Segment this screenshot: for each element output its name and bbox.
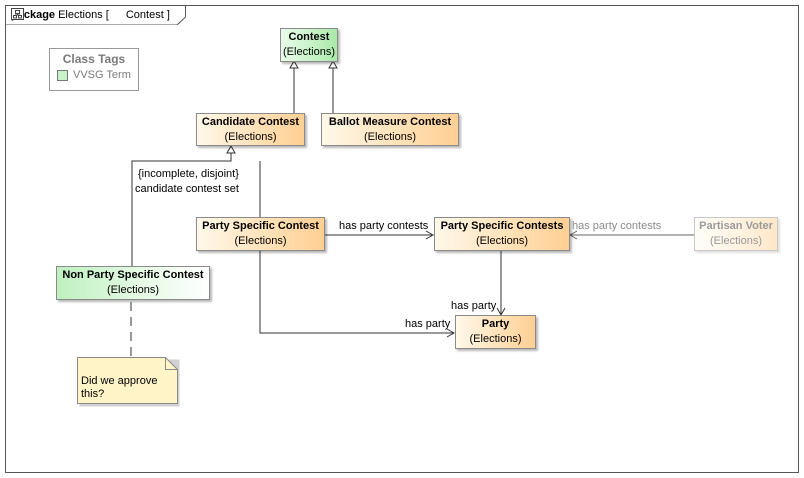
note-line-2: this?	[81, 388, 105, 400]
open-arrowhead	[568, 230, 578, 240]
class-package: (Elections)	[364, 131, 416, 143]
class-package: (Elections)	[469, 333, 522, 345]
class-name: Party Specific Contest	[202, 220, 319, 232]
class-name: Partisan Voter	[699, 220, 773, 232]
class-package: (Elections)	[283, 46, 335, 58]
legend-item-label: VVSG Term	[73, 69, 131, 81]
generalization-set-constraint: {incomplete, disjoint}	[138, 168, 239, 180]
hollow-triangle-arrowhead	[226, 144, 236, 154]
class-package: (Elections)	[476, 235, 528, 247]
class-party-specific-contests[interactable]: Party Specific Contests (Elections)	[434, 217, 570, 251]
class-diagram-icon	[11, 8, 124, 20]
class-name: Ballot Measure Contest	[328, 116, 452, 128]
open-arrowhead	[425, 230, 435, 240]
class-name: Candidate Contest	[201, 116, 300, 128]
class-ballot-measure-contest[interactable]: Ballot Measure Contest (Elections)	[321, 113, 459, 146]
generalization-nonparty-to-candidate	[131, 153, 232, 266]
frame-header-tab: package Elections [Contest ]	[5, 5, 186, 25]
class-party[interactable]: Party (Elections)	[455, 315, 536, 349]
hollow-triangle-arrowhead	[328, 59, 338, 69]
class-name: Non Party Specific Contest	[62, 269, 204, 281]
class-party-specific-contest[interactable]: Party Specific Contest (Elections)	[196, 217, 325, 251]
class-tags-legend: Class Tags VVSG Term	[49, 48, 139, 91]
generalization-set-name: candidate contest set	[135, 183, 239, 195]
frame-bracket-open: [	[105, 9, 109, 21]
note-line-1: Did we approve	[81, 375, 158, 387]
class-package: (Elections)	[234, 235, 287, 247]
note-shape	[77, 357, 180, 407]
class-package: (Elections)	[224, 131, 277, 143]
association-label-has-party: has party	[451, 300, 497, 312]
class-non-party-specific-contest[interactable]: Non Party Specific Contest (Elections)	[56, 266, 210, 300]
class-contest[interactable]: Contest (Elections)	[280, 28, 338, 62]
frame-tab-outline	[5, 5, 186, 25]
association-label-voter-has-party-contests: has party contests	[572, 220, 662, 232]
frame-owner: Elections	[58, 9, 103, 21]
class-package: (Elections)	[710, 235, 762, 247]
association-label-has-party-contests: has party contests	[339, 220, 429, 232]
frame-diagram-name: Contest	[125, 9, 164, 21]
legend-swatch	[57, 70, 68, 81]
class-candidate-contest[interactable]: Candidate Contest (Elections)	[196, 113, 305, 146]
frame-bracket-close: ]	[166, 9, 170, 21]
association-psc-to-party	[259, 250, 453, 334]
class-package: (Elections)	[107, 284, 159, 296]
hollow-triangle-arrowhead	[289, 59, 299, 69]
class-name: Contest	[288, 31, 330, 43]
association-label-psc-has-party: has party	[405, 318, 451, 330]
class-name: Party	[481, 318, 510, 330]
frame-title: package Elections [Contest ]	[11, 8, 170, 21]
open-arrowhead	[446, 328, 456, 338]
class-name: Party Specific Contests	[440, 220, 564, 232]
legend-title: Class Tags	[62, 52, 126, 66]
class-partisan-voter[interactable]: Partisan Voter (Elections)	[694, 217, 778, 251]
